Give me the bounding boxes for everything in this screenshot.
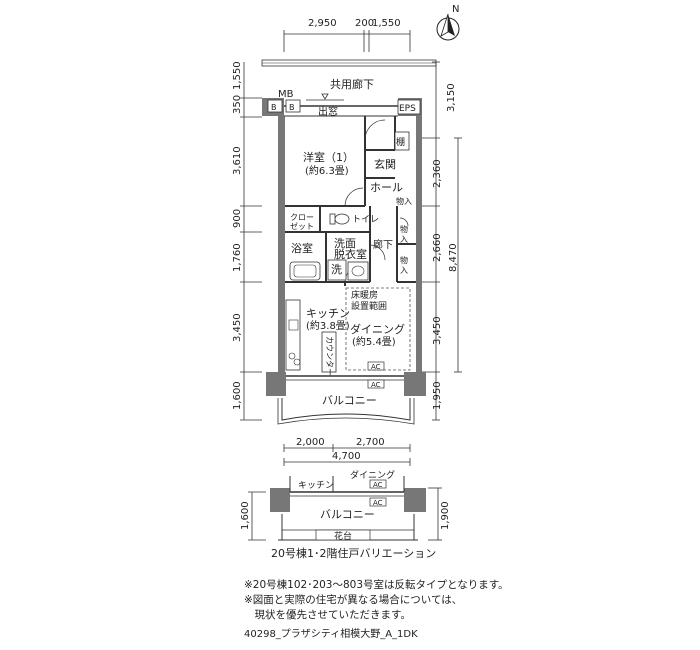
dim-left-1: 1,550 — [232, 61, 243, 90]
storage-label-2: 物 — [400, 224, 408, 234]
b-label-2: B — [289, 103, 295, 112]
dim-left-3: 3,610 — [232, 146, 243, 175]
closet-label-2: ゼット — [290, 221, 314, 231]
toilet-label: トイレ — [352, 215, 379, 225]
mb-label: MB — [278, 89, 294, 100]
ac-label-3: AC — [373, 481, 383, 489]
washer-label: 洗 — [331, 263, 342, 276]
dim-right-3: 2,660 — [432, 233, 443, 262]
eps-label: EPS — [399, 104, 416, 114]
dim-lower-left: 1,600 — [240, 501, 251, 530]
dim-left-4: 900 — [232, 209, 243, 228]
north-compass: N — [436, 4, 460, 41]
dim-lower-right: 1,900 — [440, 501, 451, 530]
b-label-1: B — [271, 103, 277, 112]
floor-heating-label: 床暖房 — [351, 289, 378, 301]
ac-label-1: AC — [371, 363, 381, 371]
note-line-1: ※20号棟102･203〜803号室は反転タイプとなります。 — [244, 579, 509, 591]
kitchen-size: (約3.8畳) — [306, 319, 350, 332]
hall-label: ホール — [370, 181, 403, 194]
balcony-label: バルコニー — [322, 394, 377, 407]
dim-right-1: 3,150 — [446, 83, 457, 112]
dim-left-2: 350 — [232, 95, 243, 114]
bathroom-label: 浴室 — [291, 241, 313, 255]
washroom-label: 洗面 — [334, 237, 356, 250]
footer-id: 40298_プラザシティ相模大野_A_1DK — [244, 629, 418, 640]
closet-label: クロー — [290, 213, 314, 222]
ac-label-4: AC — [373, 499, 383, 507]
window-label: 出窓 — [318, 105, 338, 118]
western-room-size: (約6.3畳) — [305, 164, 349, 177]
corridor-label: 共用廊下 — [330, 77, 374, 91]
dim-right-5: 3,450 — [432, 316, 443, 345]
north-label: N — [452, 4, 459, 15]
dim-left-7: 1,600 — [232, 381, 243, 410]
floor-heating-label-2: 設置範囲 — [351, 300, 387, 312]
counter-label: カウンター — [325, 336, 334, 376]
note-line-3: 現状を優先させていただきます。 — [244, 609, 411, 621]
dining-size: (約5.4畳) — [352, 335, 396, 348]
shelf-label: 棚 — [396, 136, 405, 148]
dim-bottom-1: 2,000 — [296, 437, 325, 448]
dim-top-1: 2,950 — [308, 18, 337, 29]
storage-label-3b: 入 — [400, 266, 408, 275]
ac-label-2: AC — [371, 381, 381, 389]
planter-label: 花台 — [334, 530, 352, 542]
kitchen-label-2: キッチン — [298, 480, 334, 491]
kitchen-label: キッチン — [306, 307, 350, 320]
dim-bottom-3: 4,700 — [332, 451, 361, 462]
dining-label-2: ダイニング — [350, 469, 395, 481]
dressing-label: 脱衣室 — [334, 247, 367, 261]
dim-right-2: 2,360 — [432, 159, 443, 188]
dim-left-5: 1,760 — [232, 243, 243, 272]
note-line-2: ※図面と実際の住宅が異なる場合については、 — [244, 594, 463, 606]
entrance-label: 玄関 — [374, 157, 396, 171]
hallway-label: 廊下 — [373, 238, 393, 251]
variation-caption: 20号棟1･2階住戸バリエーション — [271, 547, 437, 560]
dim-top-3: 1,550 — [372, 18, 401, 29]
western-room-label: 洋室（1） — [303, 150, 354, 164]
top-dimensions — [283, 30, 411, 52]
dining-label: ダイニング — [350, 322, 405, 336]
variation-plan — [270, 476, 426, 541]
balcony-label-2: バルコニー — [320, 508, 375, 521]
storage-label-3: 物 — [400, 255, 408, 265]
dim-top-2: 200 — [355, 18, 374, 29]
dim-left-6: 3,450 — [232, 313, 243, 342]
storage-label-1: 物入 — [396, 196, 412, 206]
dim-right-4: 8,470 — [448, 243, 459, 272]
storage-label-2b: 入 — [400, 235, 408, 244]
dim-bottom-2: 2,700 — [356, 437, 385, 448]
dim-right-6: 1,950 — [432, 381, 443, 410]
